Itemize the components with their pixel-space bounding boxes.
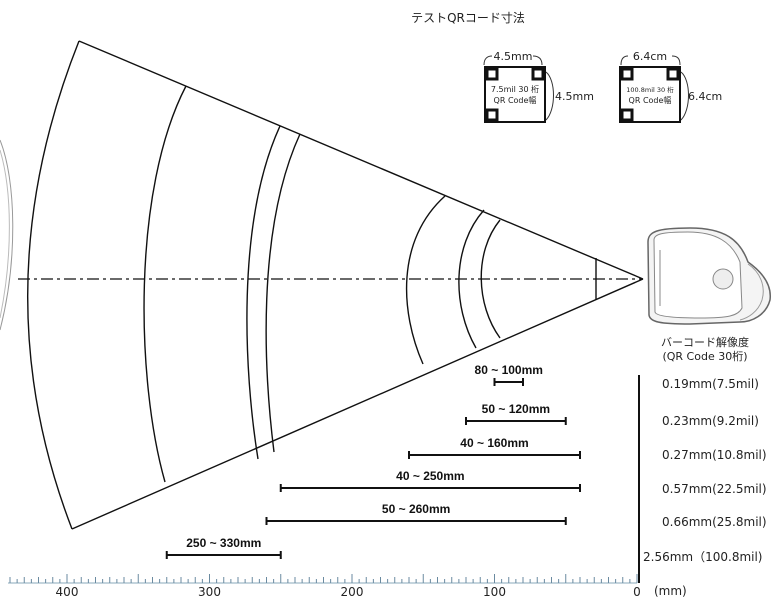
range-bar [279, 484, 581, 492]
fov-lower-edge [71, 278, 644, 530]
range-label: 40 ~ 250mm [396, 469, 464, 483]
qr-sample-large-top-size: 6.4cm [633, 50, 667, 63]
range-bar [465, 417, 567, 425]
resolution-label: 2.56mm（100.8mil) [643, 550, 763, 564]
qr-sample-large-line1: 100.8mil 30 桁 [626, 85, 674, 94]
sample-title: テストQRコード寸法 [411, 11, 525, 25]
qr-sample-large: 6.4cm 100.8mil 30 桁 QR Code幅 6.4cm [619, 50, 722, 123]
range-arc-300 [143, 85, 187, 483]
resolution-labels: 0.19mm(7.5mil) 0.23mm(9.2mil) 0.27mm(10.8m… [643, 377, 767, 564]
scanner-device [647, 227, 771, 325]
resolution-label: 0.27mm(10.8mil) [662, 448, 767, 462]
range-arc-160 [405, 195, 446, 365]
fov-outer-arc [26, 40, 80, 530]
range-label: 250 ~ 330mm [186, 536, 261, 550]
scan-field-of-view [26, 40, 644, 530]
range-labels: 80 ~ 100mm 50 ~ 120mm 40 ~ 160mm 40 ~ 250mm… [186, 363, 550, 550]
range-bar [165, 551, 282, 559]
resolution-label: 0.19mm(7.5mil) [662, 377, 759, 391]
resolution-label: 0.57mm(22.5mil) [662, 482, 767, 496]
qr-sample-large-side-size: 6.4cm [688, 90, 722, 103]
qr-sample-small-top-size: 4.5mm [494, 50, 533, 63]
fov-upper-edge [78, 40, 644, 280]
range-arc-130 [458, 209, 485, 349]
range-arc-240 [265, 133, 301, 453]
distance-ruler [8, 574, 638, 584]
resolution-subtitle: (QR Code 30桁) [662, 349, 747, 363]
qr-sample-small-line1: 7.5mil 30 桁 [491, 84, 539, 94]
ruler-labels: 400 300 200 100 0 [56, 585, 641, 599]
resolution-label: 0.23mm(9.2mil) [662, 414, 759, 428]
range-label: 80 ~ 100mm [475, 363, 543, 377]
range-label: 50 ~ 260mm [382, 502, 450, 516]
resolution-label: 0.66mm(25.8mil) [662, 515, 767, 529]
qr-sample-small-line2: QR Code幅 [494, 95, 537, 105]
range-bar [265, 517, 567, 525]
resolution-title: バーコード解像度 [661, 335, 749, 349]
range-bars [165, 378, 581, 559]
range-arc-250 [246, 125, 281, 460]
ruler-label: 0 [633, 585, 641, 599]
range-label: 40 ~ 160mm [460, 436, 528, 450]
range-label: 50 ~ 120mm [482, 402, 550, 416]
qr-sample-small-side-size: 4.5mm [555, 90, 594, 103]
ruler-label: 100 [483, 585, 506, 599]
ruler-label: 400 [56, 585, 79, 599]
left-edge-ring [0, 139, 14, 331]
range-bar [408, 451, 581, 459]
qr-sample-large-line2: QR Code幅 [629, 95, 672, 105]
qr-sample-small: 4.5mm 7.5mil 30 桁 QR Code幅 4.5mm [483, 50, 594, 123]
ruler-unit: (mm) [654, 584, 687, 598]
ruler-label: 200 [341, 585, 364, 599]
range-bar [493, 378, 524, 386]
ruler-label: 300 [198, 585, 221, 599]
